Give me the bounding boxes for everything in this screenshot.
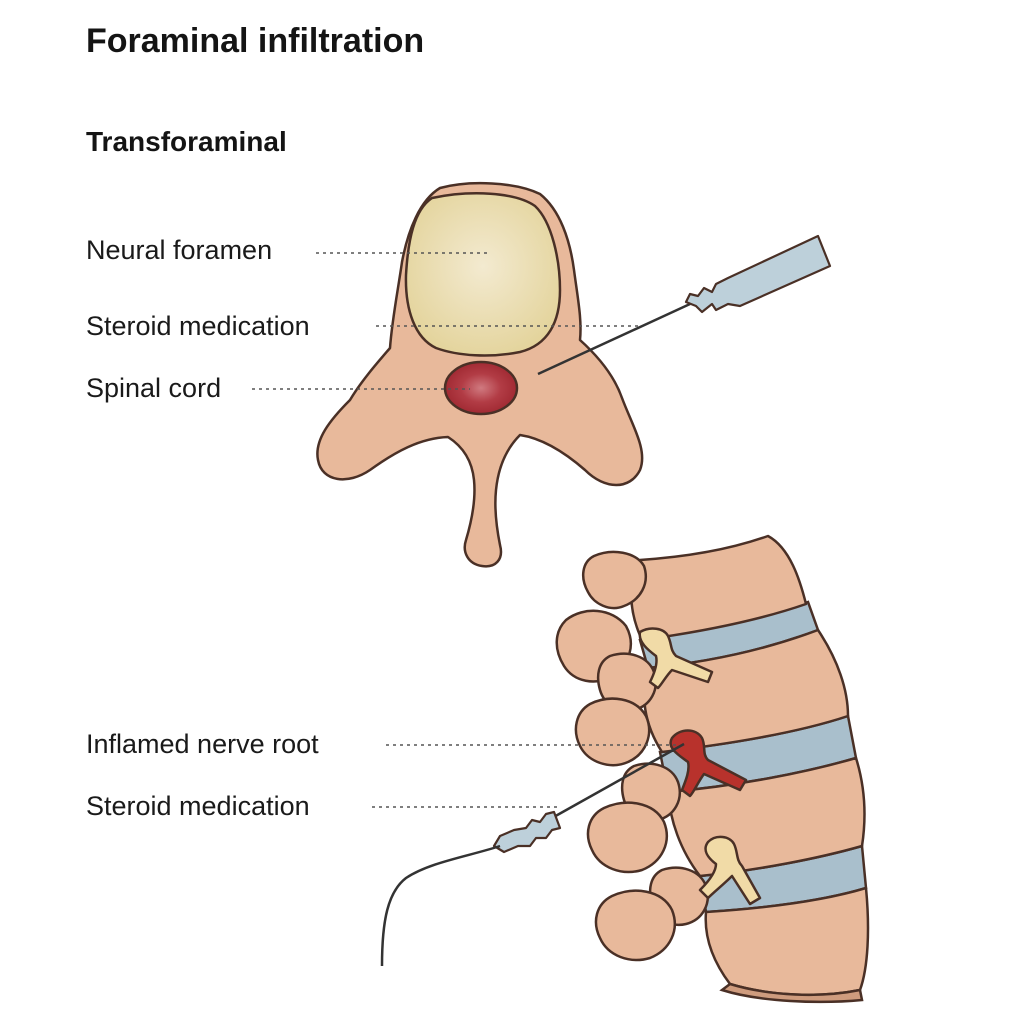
diagram-subtitle: Transforaminal	[86, 126, 287, 157]
inflamed-nerve-root-shape	[669, 729, 748, 798]
nerve-root-3	[698, 835, 762, 906]
label-steroid-medication-top: Steroid medication	[86, 311, 310, 341]
vertebra-cross-section	[316, 181, 644, 568]
neural-foramen-shape	[404, 192, 562, 357]
label-spinal-cord: Spinal cord	[86, 373, 222, 403]
tubing	[380, 844, 501, 967]
vertebral-shadow	[719, 982, 864, 1004]
syringe-top	[684, 234, 832, 314]
posterior-element-8	[594, 889, 677, 962]
posterior-element-1	[581, 550, 647, 610]
vertebral-body-2	[642, 628, 850, 754]
lumbar-spine-lateral	[555, 534, 870, 1004]
diagram-title: Foraminal infiltration	[86, 22, 425, 60]
vertebral-body-1	[630, 534, 808, 642]
label-steroid-medication-bottom: Steroid medication	[86, 791, 310, 821]
vertebral-body-4	[704, 886, 870, 997]
label-neural-foramen: Neural foramen	[86, 235, 273, 265]
needle-bottom	[380, 742, 685, 967]
nerve-root-1	[638, 627, 714, 690]
needle-top	[537, 234, 832, 376]
label-inflamed-nerve-root: Inflamed nerve root	[86, 729, 319, 759]
spinal-cord-shape	[443, 360, 519, 416]
posterior-element-4	[574, 697, 651, 767]
posterior-element-6	[586, 801, 669, 874]
syringe-bottom	[492, 810, 562, 854]
